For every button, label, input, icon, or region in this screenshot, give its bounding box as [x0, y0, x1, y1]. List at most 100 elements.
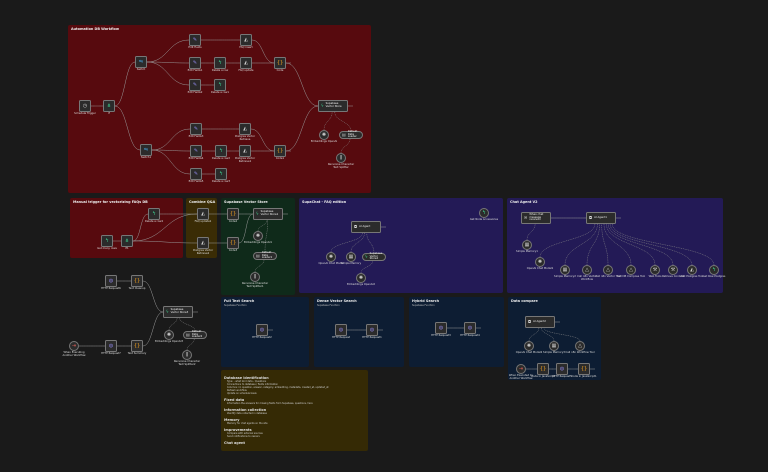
node-edit-fields[interactable]: ✎ [189, 34, 201, 46]
node-http-request1[interactable]: ◍ [366, 324, 378, 336]
sticky-note-supachat-faq-edition[interactable]: SupaChat - FAQ edition [299, 198, 503, 293]
node-switch1[interactable]: ⇋ [140, 144, 152, 156]
node-http-request6[interactable]: ◍ [105, 275, 117, 287]
node-simple-memory[interactable]: ▦ [346, 252, 356, 262]
node-when-executing-another-workflow[interactable]: ⇥ [69, 341, 79, 351]
node-http-request5[interactable]: ◍ [556, 363, 568, 375]
connection-edge[interactable] [526, 223, 536, 241]
node-text-summary[interactable]: {} [131, 340, 143, 352]
connection-edge[interactable] [601, 223, 609, 266]
node-edit-fields1[interactable]: ✎ [189, 57, 201, 69]
node-http-request2[interactable]: ◍ [256, 324, 268, 336]
node-faq-update[interactable]: ◭ [240, 57, 252, 69]
connection-edge[interactable] [285, 62, 319, 107]
node-default-data-loader1[interactable]: ▤Default Data Loader1 [253, 251, 277, 260]
node-delete-a-row4[interactable]: ϟ [148, 208, 160, 220]
node-get-row-postgres[interactable]: ϟ [709, 265, 719, 275]
connection-edge[interactable] [238, 213, 254, 244]
node-edit-fields3[interactable]: ✎ [190, 123, 202, 135]
node-embeddings-openai1[interactable]: ✺ [253, 231, 263, 241]
node-call-n8n-vector-tool[interactable]: △ [603, 265, 613, 275]
node-http-request3[interactable]: ◍ [435, 322, 447, 334]
node-delete-a-row1[interactable]: ϟ [214, 79, 226, 91]
connection-edge[interactable] [251, 39, 275, 64]
node-code1[interactable]: {} [274, 145, 286, 157]
node-simple-memory3[interactable]: ▦ [549, 341, 559, 351]
connection-edge[interactable] [114, 105, 141, 151]
connection-edge[interactable] [350, 232, 365, 253]
node-default-data-loader2[interactable]: ▤Default Data Loader2 [183, 330, 207, 339]
connection-edge[interactable] [541, 327, 555, 342]
connection-edge[interactable] [528, 327, 540, 342]
connection-edge[interactable] [606, 223, 656, 266]
node-openai-chat-model[interactable]: ✺ [326, 252, 336, 262]
node-http-request4[interactable]: ◍ [464, 322, 476, 334]
node-simple-memory2[interactable]: ▦ [560, 265, 570, 275]
node-http-request[interactable]: ◍ [335, 324, 347, 336]
node-ai-agent1[interactable]: ◘AI Agent1 [586, 212, 616, 224]
node-postgres-vector-retrieve2[interactable]: ◭ [197, 237, 209, 249]
node-get-many-rows[interactable]: ϟ [101, 235, 113, 247]
node-edit-fields4[interactable]: ✎ [190, 145, 202, 157]
node-code3[interactable]: {} [227, 237, 239, 249]
connection-edge[interactable] [132, 213, 149, 242]
connection-edge[interactable] [151, 149, 191, 152]
node-get-node-accessories[interactable]: ϟ [479, 208, 489, 218]
connection-edge[interactable] [612, 223, 715, 266]
node-openai-chat-model2[interactable]: ✺ [524, 341, 534, 351]
node-simple-memory1[interactable]: ▦ [522, 240, 532, 250]
node-code[interactable]: {} [274, 57, 286, 69]
node-if[interactable]: ⋔ [103, 100, 115, 112]
connection-edge[interactable] [186, 338, 195, 351]
node-when-executed-by-another-workflow[interactable]: ⇥ [516, 364, 526, 374]
node-call-db-compose-tool[interactable]: △ [626, 265, 636, 275]
node-ai-agent2[interactable]: ◘AI Agent2 [525, 316, 555, 328]
connection-edge[interactable] [142, 280, 164, 313]
node-default-data-loader[interactable]: ▤Default Data Loader [339, 130, 363, 139]
node-retrieve-context[interactable]: ⚒ [668, 265, 678, 275]
node-postgres-vector-retrieve1[interactable]: ◭ [239, 145, 251, 157]
node-call-n8n-workflow-tool[interactable]: △ [575, 341, 585, 351]
connection-edge[interactable] [146, 61, 190, 86]
node-schedule-trigger[interactable]: ◷ [79, 100, 91, 112]
connection-edge[interactable] [285, 105, 319, 152]
connection-edge[interactable] [250, 128, 275, 152]
connection-edge[interactable] [151, 149, 191, 175]
node-openai-chat-model1[interactable]: ✺ [535, 257, 545, 267]
node-faq-update1[interactable]: ◭ [197, 208, 209, 220]
connection-edge[interactable] [340, 138, 351, 154]
node-code2[interactable]: {} [227, 208, 239, 220]
connection-edge[interactable] [543, 327, 581, 342]
connection-edge[interactable] [168, 317, 178, 331]
connection-edge[interactable] [586, 223, 600, 266]
connection-edge[interactable] [132, 240, 198, 244]
node-ai-agent[interactable]: ◘AI Agent [351, 221, 381, 233]
node-call-n8n-vector-workflow[interactable]: △ [582, 265, 592, 275]
connection-edge[interactable] [151, 128, 191, 151]
connection-edge[interactable] [539, 223, 596, 258]
node-http-request7[interactable]: ◍ [105, 340, 117, 352]
connection-edge[interactable] [264, 219, 268, 253]
node-delete-a-row2[interactable]: ϟ [215, 145, 227, 157]
connection-edge[interactable] [254, 259, 265, 273]
node-faq-insert[interactable]: ◭ [240, 34, 252, 46]
node-edit-fields5[interactable]: ✎ [190, 168, 202, 180]
node-delete-a-row[interactable]: ϟ [214, 57, 226, 69]
connection-edge[interactable] [257, 219, 268, 232]
node-web-tools[interactable]: ⚒ [650, 265, 660, 275]
node-get-postgres-tool[interactable]: ◭ [687, 265, 697, 275]
connection-edge[interactable] [334, 111, 352, 132]
connection-edge[interactable] [360, 260, 373, 274]
connection-edge[interactable] [330, 232, 363, 253]
node-embeddings-openai2[interactable]: ✺ [356, 273, 366, 283]
connection-edge[interactable] [146, 61, 190, 64]
node-text-cleanup[interactable]: {} [131, 275, 143, 287]
connection-edge[interactable] [607, 223, 674, 266]
node-edit-fields2[interactable]: ✎ [189, 79, 201, 91]
node-recursive-character-text-splitter[interactable]: ⫼ [336, 153, 346, 163]
